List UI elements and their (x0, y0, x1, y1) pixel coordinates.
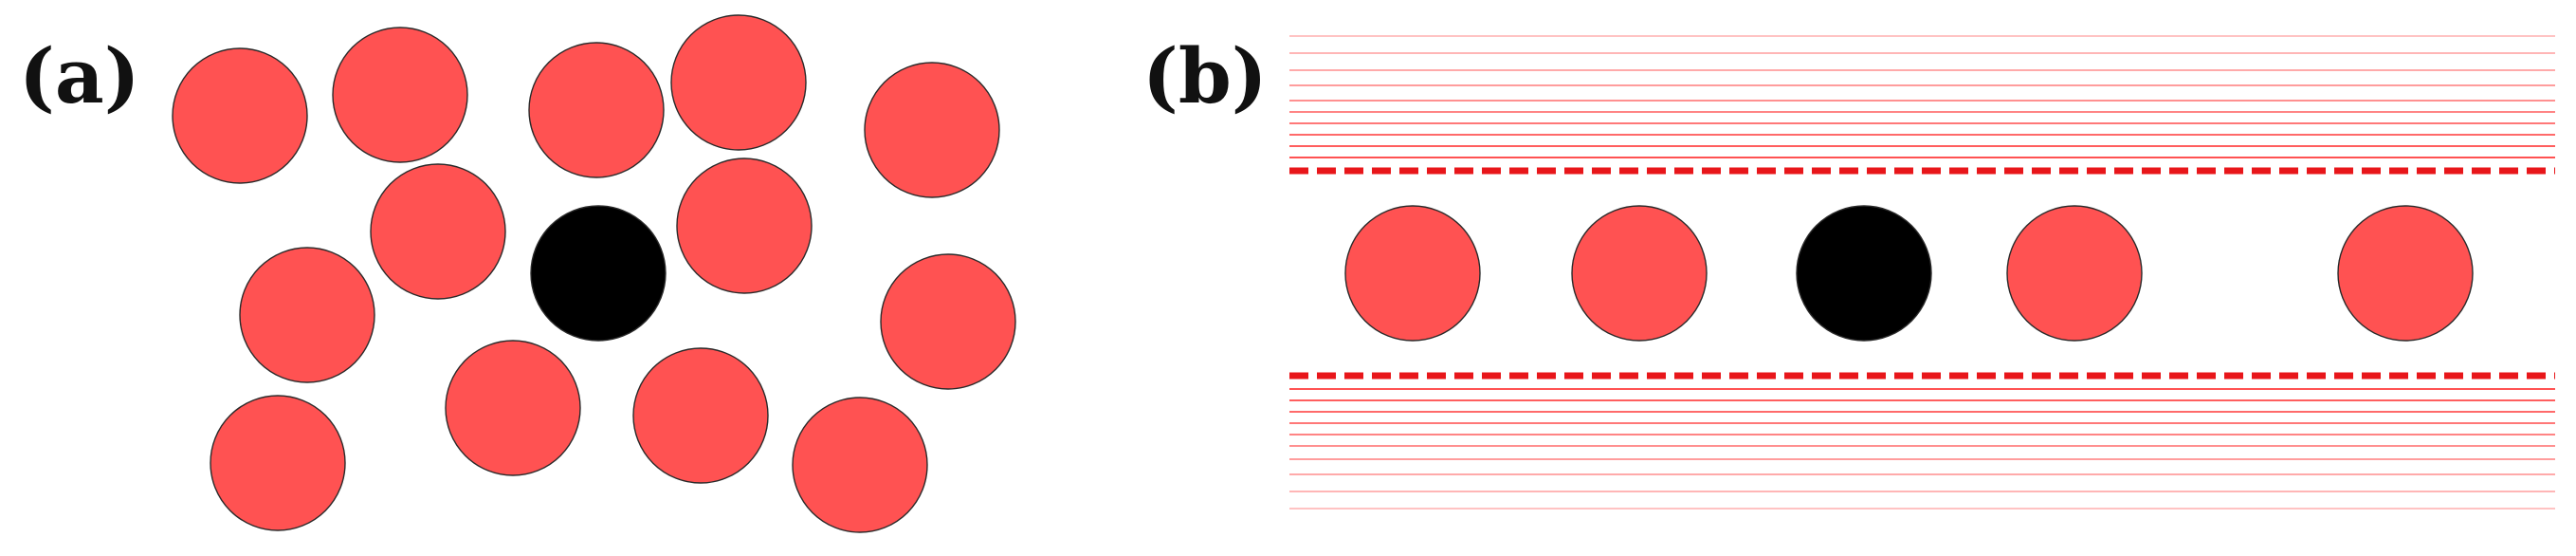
panel-b-bottom-wall-lines (1289, 372, 2555, 510)
red-particle (864, 62, 1000, 198)
red-particle (332, 27, 468, 163)
red-particle (172, 47, 308, 184)
panel-b-particles (1344, 205, 2474, 342)
red-particle (370, 163, 506, 300)
red-particle (792, 397, 928, 533)
red-particle (670, 14, 807, 151)
panel-a: (a) (19, 14, 1016, 533)
panel-a-label: (a) (19, 31, 140, 120)
red-particle (528, 42, 665, 178)
panel-a-particles (172, 14, 1016, 533)
red-particle (2337, 205, 2474, 342)
panel-b: (b) (1142, 31, 2555, 510)
panel-b-label: (b) (1142, 31, 1268, 120)
red-particle (1344, 205, 1481, 342)
red-particle (445, 340, 581, 476)
panel-b-top-wall-lines (1289, 35, 2555, 175)
red-particle (239, 247, 375, 383)
red-particle (632, 347, 769, 484)
black-particle (1796, 205, 1932, 342)
black-particle (530, 205, 667, 342)
red-particle (2006, 205, 2143, 342)
red-particle (676, 158, 813, 294)
red-particle (880, 253, 1016, 390)
red-particle (1571, 205, 1708, 342)
red-particle (210, 395, 346, 531)
